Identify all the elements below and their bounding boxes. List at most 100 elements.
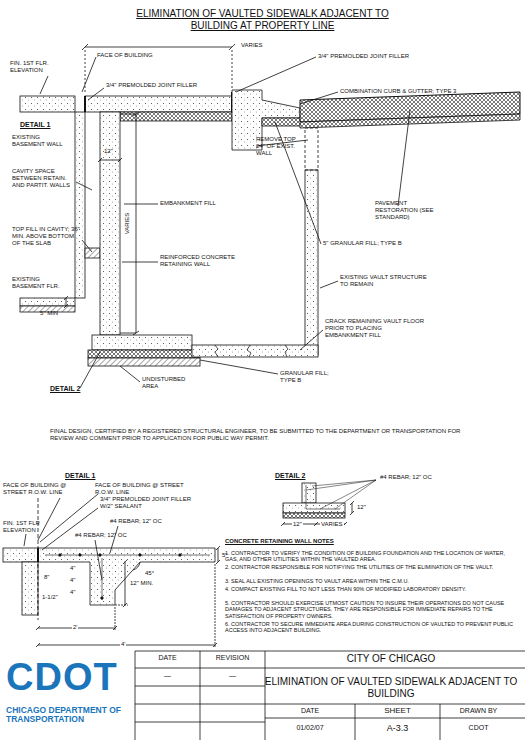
line-shape: [125, 562, 126, 605]
drawing-label: UNDISTURBED AREA: [142, 376, 197, 390]
drawing-label: 8": [44, 574, 49, 581]
drawing-label: DETAIL 1: [20, 121, 50, 129]
rect-shape: [262, 118, 305, 126]
path-shape: [110, 526, 118, 553]
path-shape: [95, 540, 102, 580]
drawing-label: 4": [70, 589, 75, 596]
line-shape: [66, 298, 67, 306]
path-shape: [320, 281, 338, 288]
circle-shape: [99, 554, 101, 556]
rect-shape: [75, 112, 85, 298]
drawing-label: 3/4" PREMOLDED JOINT FILLER W/2" SEALANT: [100, 496, 200, 510]
drawing-label: EXISTING BASEMENT FLR.: [12, 276, 67, 290]
path-shape: [135, 651, 525, 740]
path-shape: [300, 330, 323, 350]
drawing-label: COMBINATION CURB & GUTTER; TYPE 3: [340, 88, 456, 95]
drawing-label: #4 REBAR; 12" OC: [110, 518, 162, 525]
title-block-cell: DRAWN BY: [436, 707, 521, 715]
title-block-cell: —: [135, 672, 200, 680]
drawing-title: ELIMINATION OF VAULTED SIDEWALK ADJACENT…: [120, 8, 405, 32]
note-text: 2. CONTRACTOR RESPONSIBLE FOR NOTIFYING …: [225, 564, 517, 570]
drawing-label: VARIES: [124, 212, 131, 236]
circle-shape: [139, 554, 141, 556]
path-shape: [42, 508, 98, 550]
title-block-cell: CITY OF CHICAGO: [261, 653, 521, 665]
circle-shape: [101, 597, 103, 599]
note-text: 3. SEAL ALL EXISTING OPENINGS TO VAULT A…: [225, 578, 517, 584]
rect-shape: [1, 651, 525, 740]
drawing-label: 12": [357, 504, 366, 511]
drawing-label: 4': [120, 641, 126, 648]
drawing-label: REINFORCED CONCRETE RETAINING WALL: [160, 254, 245, 268]
drawing-label: TOP FILL IN CAVITY; 36" MIN. ABOVE BOTTO…: [12, 226, 80, 247]
rect-shape: [3, 548, 38, 562]
rect-shape: [305, 170, 318, 355]
drawing-label: 45°: [145, 570, 154, 577]
path-shape: [300, 114, 520, 128]
drawing-label: 3/4" PREMOLDED JOINT FILLER: [318, 53, 409, 60]
path-shape: [124, 204, 158, 205]
drawing-label: 5" GRANULAR FILL; TYPE B: [323, 240, 402, 247]
drawing-label: FACE OF BUILDING @ STREET R.O.W. LINE: [95, 482, 195, 496]
path-shape: [300, 92, 338, 104]
title-block-cell: —: [200, 672, 265, 680]
path-shape: [80, 352, 100, 388]
note-text: 6. CONTRACTOR TO SECURE IMMEDIATE AREA D…: [225, 621, 517, 634]
drawing-label: #4 REBAR; 12" OC: [380, 474, 432, 481]
line-shape: [85, 50, 86, 93]
path-shape: [38, 498, 60, 540]
title-block-cell: DATE: [135, 654, 200, 662]
path-shape: [40, 76, 48, 94]
title-block-cell: 01/02/07: [265, 724, 355, 732]
path-shape: [82, 240, 92, 252]
drawing-label: #4 REBAR; 12" OC: [75, 532, 127, 539]
line-shape: [215, 564, 216, 647]
rect-shape: [88, 350, 200, 358]
drawing-label: FIN. 1ST FLR ELEVATION: [3, 520, 48, 534]
logo-text: CDOT: [6, 658, 118, 696]
path-shape: [98, 158, 122, 162]
rect-shape: [85, 96, 232, 112]
rect-shape: [192, 345, 318, 357]
drawing-label: REMOVE TOP 24" OF EXIST. WALL: [256, 136, 304, 157]
path-shape: [120, 366, 140, 382]
note-text: 1. CONTRACTOR TO VERIFY THE CONDITION OF…: [225, 550, 517, 563]
path-shape: [88, 88, 104, 100]
path-shape: [350, 501, 354, 515]
path-shape: [236, 57, 316, 92]
rect-shape: [283, 513, 345, 518]
drawing-label: 3/4" PREMOLDED JOINT FILLER: [106, 82, 197, 89]
line-shape: [37, 548, 39, 562]
path-shape: [133, 112, 139, 335]
title-block-cell: ELIMINATION OF VAULTED SIDEWALK ADJACENT…: [261, 676, 521, 699]
note-text: 5. CONTRACTOR SHOULD EXERCISE UTMOST CAU…: [225, 600, 517, 619]
drawing-label: FACE OF BUILDING: [97, 52, 153, 59]
drawing-label: VARIES: [320, 521, 344, 528]
g-shape: [1, 44, 525, 740]
drawing-label: 2': [72, 624, 78, 631]
path-shape: [24, 534, 26, 546]
rect-shape: [88, 358, 200, 366]
line-shape: [84, 96, 86, 112]
path-shape: [38, 548, 215, 605]
line-shape: [100, 160, 120, 161]
drawing-label: CRACK REMAINING VAULT FLOOR PRIOR TO PLA…: [325, 318, 425, 339]
drawing-label: GRANULAR FILL; TYPE B: [280, 370, 340, 384]
path-shape: [36, 643, 217, 647]
title-block-cell: SHEET: [355, 706, 440, 715]
line-shape: [115, 605, 128, 606]
drawing-label: CONCRETE RETAINING WALL NOTES: [225, 538, 334, 545]
title-block-cell: DATE: [265, 707, 355, 715]
path-shape: [122, 262, 158, 263]
path-shape: [215, 345, 288, 357]
circle-shape: [79, 554, 81, 556]
path-shape: [82, 57, 96, 92]
circle-shape: [59, 554, 61, 556]
line-shape: [136, 114, 137, 333]
title-block-cell: CDOT: [436, 724, 521, 732]
drawing-label: FIN. 1ST FLR. ELEVATION: [10, 60, 65, 74]
rect-shape: [283, 503, 345, 513]
path-shape: [82, 44, 235, 50]
line-shape: [218, 548, 219, 562]
line-shape: [232, 50, 233, 88]
